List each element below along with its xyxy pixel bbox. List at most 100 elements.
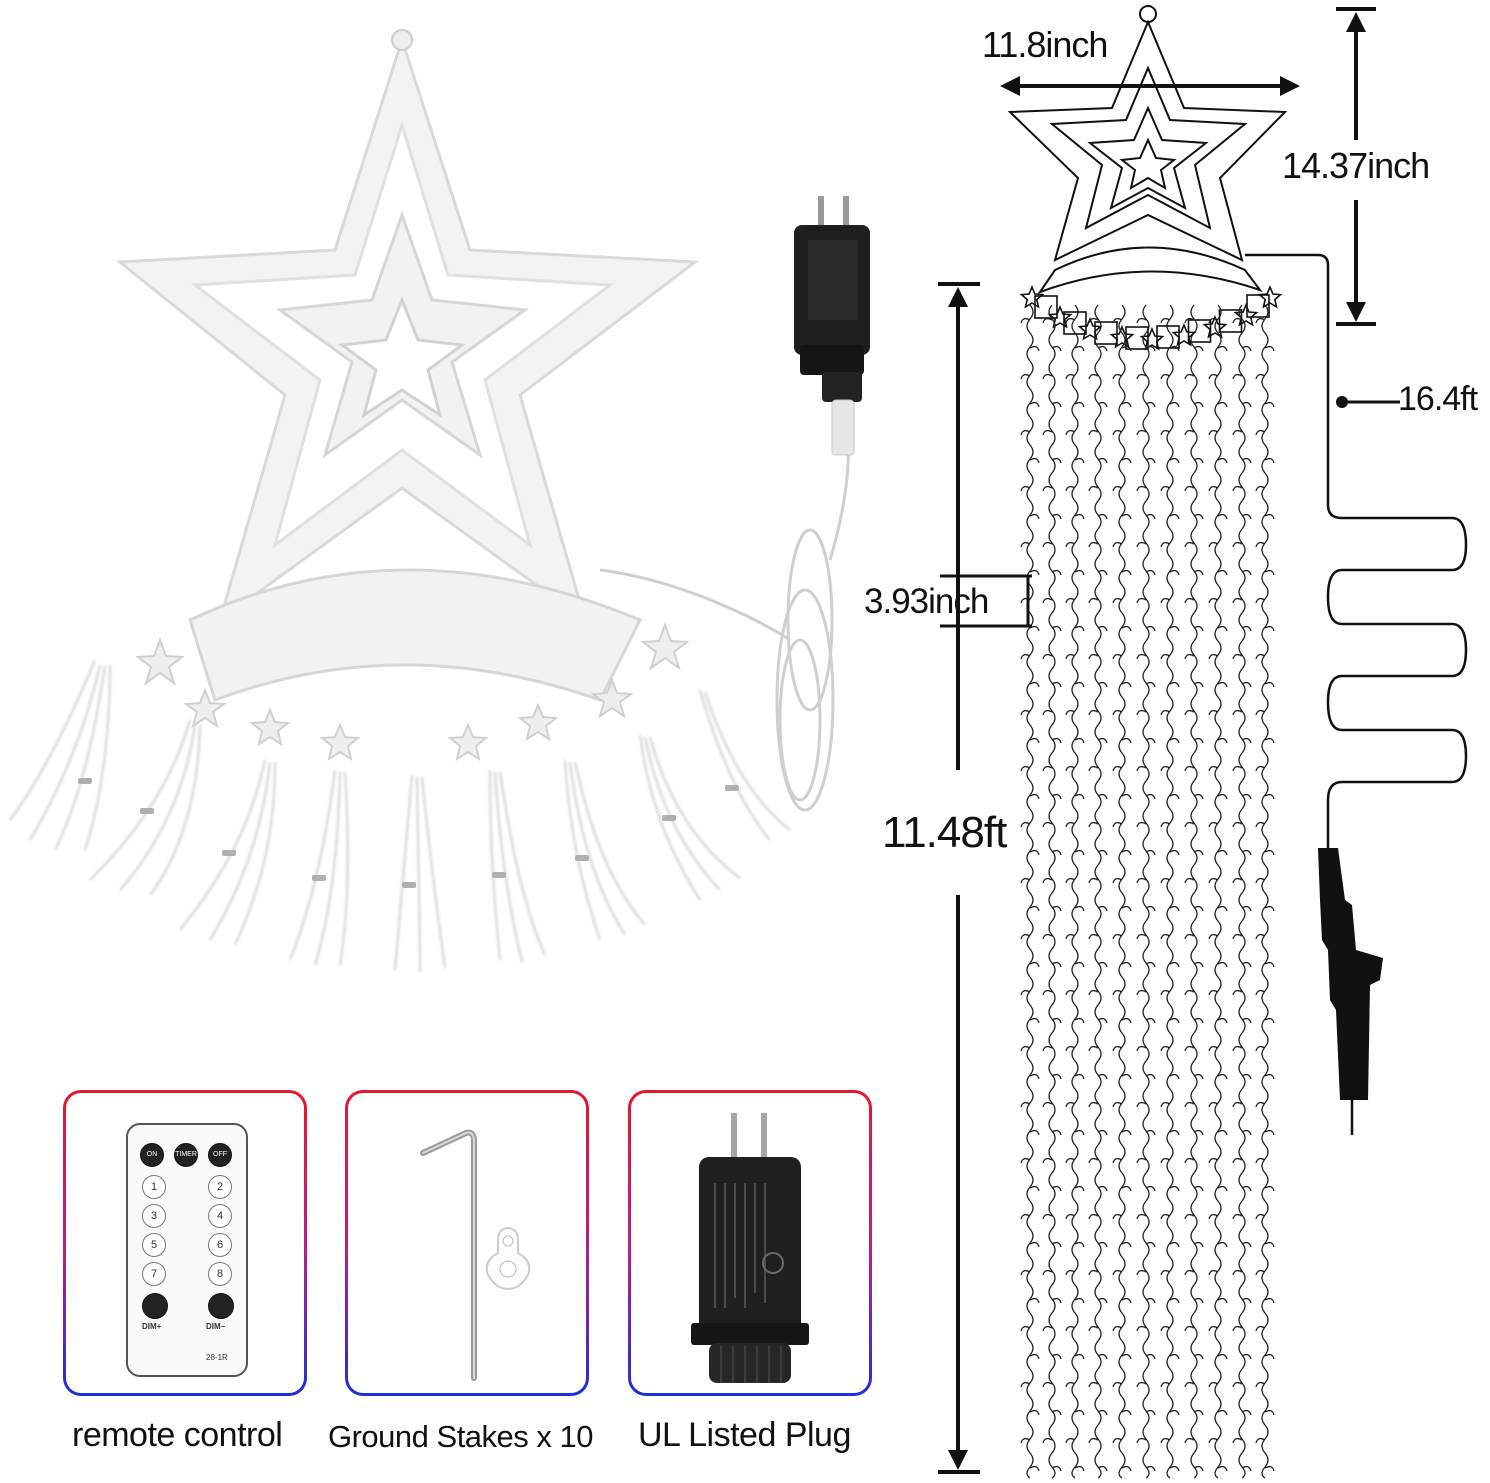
bulb-tick	[1051, 401, 1062, 408]
small-star-outline	[1077, 316, 1103, 341]
bulb-tick	[1217, 737, 1228, 744]
bulb-tick	[1241, 1185, 1252, 1192]
bulb-tick	[1241, 457, 1252, 464]
bulb-tick	[1088, 429, 1099, 436]
bulb-tick	[1051, 681, 1062, 688]
number-button-3[interactable]: 3	[142, 1204, 166, 1228]
bulb-tick	[1145, 1017, 1156, 1024]
bulb-tick	[1042, 317, 1053, 324]
bulb-tick	[1088, 373, 1099, 380]
bulb-tick	[1097, 457, 1108, 464]
bulb-tick	[1264, 345, 1275, 352]
bulb-tick	[1160, 317, 1171, 324]
number-button-4[interactable]: 4	[208, 1204, 232, 1228]
strand-connector-box	[1156, 325, 1180, 349]
bulb-tick	[1088, 541, 1099, 548]
bulb-tick	[1217, 513, 1228, 520]
bulb-tick	[1042, 877, 1053, 884]
bulb-tick	[1255, 541, 1266, 548]
bulb-tick	[1160, 653, 1171, 660]
bulb-tick	[1145, 1241, 1156, 1248]
bulb-tick	[1193, 1409, 1204, 1416]
bulb-tick	[1160, 597, 1171, 604]
bulb-tick	[1264, 1409, 1275, 1416]
bulb-tick	[1232, 541, 1243, 548]
bulb-tick	[1088, 1101, 1099, 1108]
bulb-tick	[1112, 1213, 1123, 1220]
bulb-tick	[1112, 1101, 1123, 1108]
number-button-7[interactable]: 7	[142, 1262, 166, 1286]
bulb-tick	[1020, 1157, 1031, 1164]
bulb-tick	[1020, 317, 1031, 324]
bulb-tick	[1051, 1297, 1062, 1304]
light-strand	[1094, 304, 1102, 1479]
bulb-tick	[1020, 1381, 1031, 1388]
bulb-tick	[1051, 1241, 1062, 1248]
dim-minus-button[interactable]	[208, 1293, 234, 1319]
bulb-tick	[1020, 989, 1031, 996]
light-strand	[1048, 304, 1056, 1479]
bulb-tick	[1264, 1185, 1275, 1192]
bulb-tick	[1112, 1325, 1123, 1332]
bulb-tick	[1232, 821, 1243, 828]
bulb-tick	[1160, 821, 1171, 828]
bulb-tick	[1088, 1213, 1099, 1220]
bulb-tick	[1112, 989, 1123, 996]
bulb-tick	[1097, 737, 1108, 744]
bulb-tick	[1184, 1381, 1195, 1388]
bulb-tick	[1074, 961, 1085, 968]
bulb-tick	[1065, 821, 1076, 828]
bulb-tick	[1074, 681, 1085, 688]
bulb-tick	[1208, 933, 1219, 940]
timer-button[interactable]: TIMER	[174, 1143, 198, 1167]
bulb-tick	[1184, 821, 1195, 828]
number-button-1[interactable]: 1	[142, 1175, 166, 1199]
bulb-tick	[1193, 1353, 1204, 1360]
bulb-tick	[1112, 877, 1123, 884]
bulb-tick	[1065, 1325, 1076, 1332]
bulb-tick	[1255, 877, 1266, 884]
bulb-tick	[1145, 625, 1156, 632]
bulb-tick	[1184, 653, 1195, 660]
bulb-tick	[1232, 373, 1243, 380]
bulb-tick	[1169, 1017, 1180, 1024]
bulb-tick	[1029, 1409, 1040, 1416]
number-button-2[interactable]: 2	[208, 1175, 232, 1199]
off-button[interactable]: OFF	[208, 1143, 232, 1167]
ground-stake-image	[420, 1129, 531, 1381]
bulb-tick	[1088, 485, 1099, 492]
bulb-tick	[1232, 1213, 1243, 1220]
bulb-tick	[1217, 401, 1228, 408]
small-star-outline	[1047, 304, 1073, 329]
number-button-6[interactable]: 6	[208, 1233, 232, 1257]
remote-model-label: 28-1R	[206, 1353, 228, 1362]
bulb-tick	[1241, 849, 1252, 856]
bulb-tick	[1051, 1185, 1062, 1192]
number-button-5[interactable]: 5	[142, 1233, 166, 1257]
bulb-tick	[1264, 513, 1275, 520]
bulb-tick	[1193, 1297, 1204, 1304]
number-button-8[interactable]: 8	[208, 1262, 232, 1286]
bulb-tick	[1217, 961, 1228, 968]
bulb-tick	[1255, 373, 1266, 380]
bulb-tick	[1020, 765, 1031, 772]
bulb-tick	[1208, 989, 1219, 996]
bulb-tick	[1029, 513, 1040, 520]
bulb-tick	[1088, 1325, 1099, 1332]
bulb-tick	[1193, 625, 1204, 632]
bulb-tick	[1029, 737, 1040, 744]
width-arrow	[1000, 76, 1300, 96]
bulb-tick	[1169, 401, 1180, 408]
bulb-tick	[1121, 1409, 1132, 1416]
bulb-tick	[1232, 1381, 1243, 1388]
bulb-tick	[1074, 1353, 1085, 1360]
bulb-tick	[1193, 737, 1204, 744]
bulb-tick	[1074, 1409, 1085, 1416]
strand-connector-box	[1063, 311, 1087, 335]
dim-plus-button[interactable]	[142, 1293, 168, 1319]
bulb-tick	[1145, 1409, 1156, 1416]
on-button[interactable]: ON	[140, 1143, 164, 1167]
bulb-tick	[1112, 1437, 1123, 1444]
bulb-tick	[1042, 933, 1053, 940]
bulb-tick	[1065, 933, 1076, 940]
